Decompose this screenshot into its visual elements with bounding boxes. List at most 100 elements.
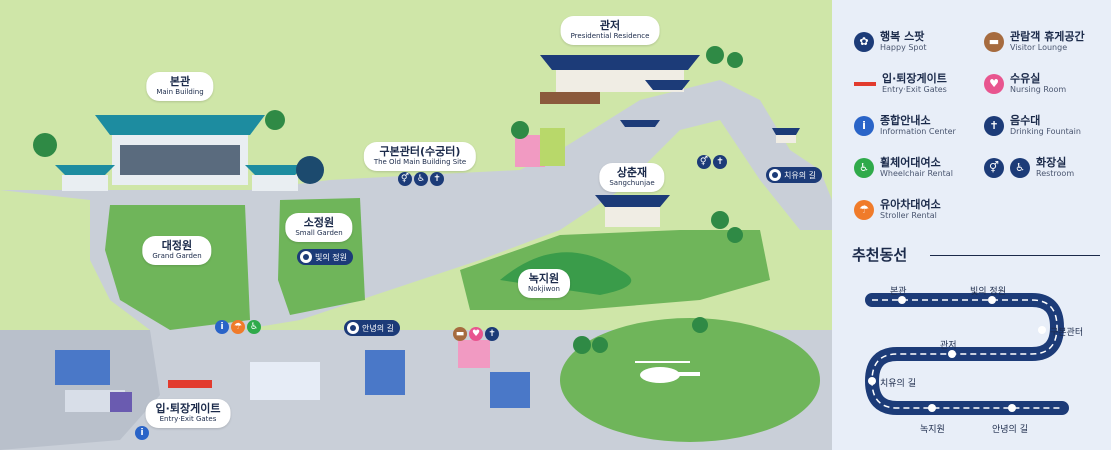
legend-ko: 유아차대여소 [880, 198, 941, 211]
nokjiwon-ko: 녹지원 [528, 272, 560, 285]
pavilion-roof [772, 128, 800, 135]
green-building [540, 128, 565, 166]
wheelchair-icon: ♿ [1010, 157, 1030, 178]
information-icon[interactable]: i [135, 426, 149, 440]
drinking-fountain-icon: ✝ [984, 115, 1004, 136]
legend-en: Entry·Exit Gates [882, 85, 947, 94]
blue-building-2 [365, 350, 405, 395]
entry-gate-en: Entry·Exit Gates [159, 415, 217, 423]
legend-ko: 종합안내소 [880, 114, 931, 127]
main-building-en: Main Building [156, 88, 204, 96]
route-stop-markers [868, 296, 1046, 412]
route-stop-old-main-site: 구본관터 [1050, 328, 1084, 338]
label-nokjiwon[interactable]: 녹지원 Nokjiwon [518, 269, 570, 298]
blue-building-3 [490, 372, 530, 408]
pavilion [776, 135, 796, 143]
legend-ko: 음수대 [1010, 114, 1041, 127]
legend-en: Stroller Rental [880, 211, 937, 220]
legend-en: Nursing Room [1010, 85, 1067, 94]
happy-spot-healing-road[interactable]: 치유의 길 [766, 167, 822, 183]
white-building [250, 362, 320, 400]
legend-en: Wheelchair Rental [880, 169, 953, 178]
label-small-garden[interactable]: 소정원 Small Garden [285, 213, 353, 242]
legend-ko: 관람객 휴게공간 [1010, 30, 1085, 43]
stroller-icon[interactable]: ☂ [231, 320, 245, 334]
legend-ko: 휠체어대여소 [880, 156, 941, 169]
route-stop-main-building: 본관 [890, 287, 907, 297]
label-grand-garden[interactable]: 대정원 Grand Garden [142, 236, 212, 265]
small-garden-ko: 소정원 [303, 216, 335, 229]
heliport-lawn [560, 318, 820, 442]
entry-gate-bar [168, 380, 212, 388]
route-title: 추천동선 [852, 246, 908, 264]
label-old-main-site[interactable]: 구본관터(수궁터) The Old Main Building Site [363, 142, 477, 171]
sangchunjae-en: Sangchunjae [609, 179, 655, 187]
happy-spot-farewell-road[interactable]: 안녕의 길 [344, 320, 400, 336]
grand-garden-en: Grand Garden [152, 252, 202, 260]
visitor-lounge-icon: ▬ [984, 31, 1004, 52]
old-main-site-ko: 구본관터(수궁터) [379, 145, 461, 158]
route-stop-nokjiwon: 녹지원 [920, 425, 945, 435]
drinking-fountain-icon[interactable]: ✝ [713, 155, 727, 169]
label-residence[interactable]: 관저 Presidential Residence [560, 16, 660, 45]
label-sangchunjae[interactable]: 상춘재 Sangchunjae [599, 163, 665, 192]
wheelchair-icon: ♿ [854, 157, 874, 178]
gate-bar-icon [854, 81, 876, 86]
nursing-room-icon: ♥ [984, 73, 1004, 94]
residence-illustration [540, 55, 700, 104]
legend-ko: 행복 스팟 [880, 30, 925, 43]
sangchunjae-ko: 상춘재 [616, 166, 648, 179]
drinking-fountain-icon[interactable]: ✝ [485, 327, 499, 341]
happy-spot-garden-of-light[interactable]: 빛의 정원 [297, 249, 353, 265]
route-stop-healing-road: 치유의 길 [880, 379, 916, 389]
route-title-rule [930, 255, 1100, 256]
nursing-room-icon[interactable]: ♥ [469, 327, 483, 341]
route-stop-farewell-road: 안녕의 길 [992, 425, 1028, 435]
legend-en: Visitor Lounge [1010, 43, 1068, 52]
happy-spot-icon [300, 251, 312, 263]
small-garden-en: Small Garden [295, 229, 343, 237]
route-stop-residence: 관저 [940, 341, 957, 351]
legend-en: Happy Spot [880, 43, 927, 52]
restroom-icon: ⚥ [984, 157, 1004, 178]
happy-spot-icon: ✿ [854, 31, 874, 52]
label-main-building[interactable]: 본관 Main Building [146, 72, 214, 101]
stroller-icon: ☂ [854, 199, 874, 220]
route-dashes [871, 299, 1062, 409]
legend-en: Information Center [880, 127, 956, 136]
drinking-fountain-icon[interactable]: ✝ [430, 172, 444, 186]
information-icon[interactable]: i [215, 320, 229, 334]
map-illustration [0, 0, 832, 450]
wheelchair-icon[interactable]: ♿ [414, 172, 428, 186]
visitor-lounge-icon[interactable]: ▬ [453, 327, 467, 341]
label-entry-gate[interactable]: 입·퇴장게이트 Entry·Exit Gates [145, 399, 231, 428]
main-building-illustration [55, 115, 305, 191]
pink-building-2 [458, 340, 490, 368]
trees [33, 46, 743, 354]
legend-en: Restroom [1036, 169, 1075, 178]
sangchunjae-illustration [595, 195, 670, 227]
blue-building-1 [55, 350, 110, 385]
gatehouse-roof [620, 120, 660, 127]
wheelchair-icon[interactable]: ♿ [247, 320, 261, 334]
residence-ko: 관저 [599, 19, 621, 32]
nokjiwon-en: Nokjiwon [528, 285, 560, 293]
happy-spot-icon [769, 169, 781, 181]
helicopter-icon [635, 361, 700, 383]
restroom-icon[interactable]: ⚥ [697, 155, 711, 169]
purple-building [110, 392, 132, 412]
garden-of-light-label: 빛의 정원 [315, 252, 347, 262]
happy-spot-icon [347, 322, 359, 334]
entry-gate-ko: 입·퇴장게이트 [155, 402, 221, 415]
restroom-icon[interactable]: ⚥ [398, 172, 412, 186]
farewell-road-label: 안녕의 길 [362, 323, 394, 333]
